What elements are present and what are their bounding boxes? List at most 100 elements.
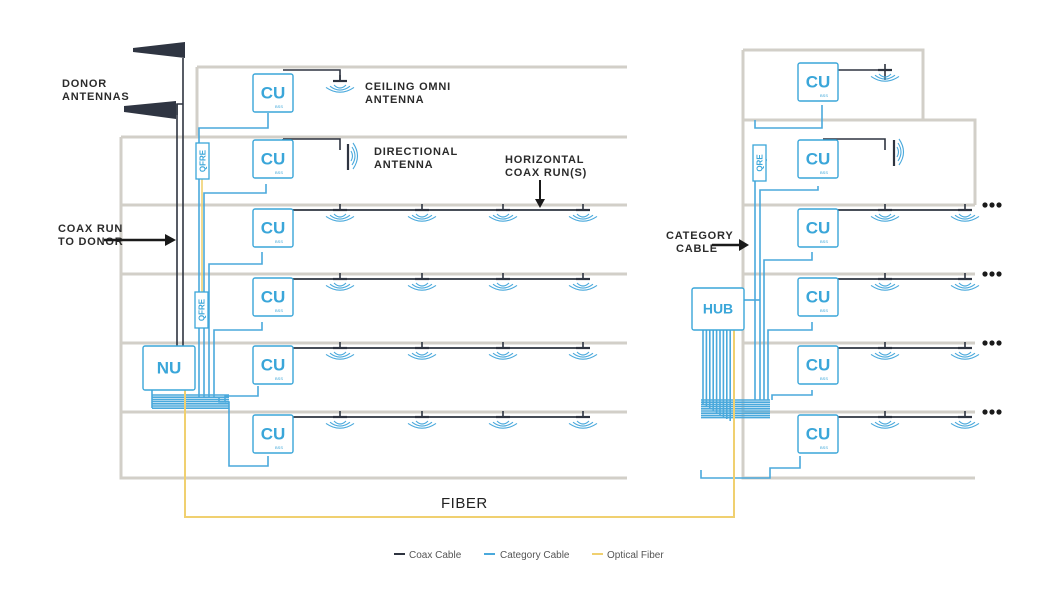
- omni-antenna-left-r3-c1-icon: [325, 342, 355, 360]
- qfre-module-lower-label: QFRE: [198, 298, 207, 321]
- cu-right-2-frame: [797, 139, 839, 179]
- qfre-module-lower-frame: [194, 291, 209, 329]
- omni-antenna-wave: [950, 284, 980, 291]
- category-cables: [151, 105, 823, 479]
- coax-right-directional: [823, 138, 886, 150]
- omni-antenna-wave: [576, 351, 590, 356]
- omni-antenna-left-r4-c4-icon: [568, 411, 598, 429]
- left-building-outer-wall: [119, 137, 627, 480]
- qre-module-frame: [752, 144, 767, 182]
- omni-antenna-wave: [568, 215, 598, 222]
- omni-antenna-right-r3-c2-icon: [950, 342, 980, 360]
- cat-right-qre-feed: [754, 159, 767, 400]
- omni-antenna-wave: [874, 283, 896, 289]
- cu-left-2-model: BSS: [275, 170, 283, 175]
- omni-antenna-wave: [415, 213, 429, 218]
- omni-antenna-wave: [415, 282, 429, 287]
- qfre-module-upper-frame: [195, 142, 210, 180]
- label-directional-2: ANTENNA: [374, 159, 433, 171]
- right-building-step: [743, 118, 977, 205]
- omni-antenna-wave: [407, 215, 437, 222]
- cu-left-6-frame: [252, 414, 294, 454]
- omni-antenna-left-r3-c3-icon: [488, 342, 518, 360]
- cu-right-3-label: CU: [806, 219, 831, 238]
- omni-antenna-wave: [492, 352, 514, 358]
- coax-cables: [176, 58, 965, 422]
- qre-module: QRE: [752, 144, 767, 182]
- cu-right-6-frame: [797, 414, 839, 454]
- omni-antenna-right-r4-c2-icon: [950, 411, 980, 429]
- label-horizontal-coax-2: COAX RUN(S): [505, 167, 587, 179]
- directional-antenna-wave: [350, 150, 354, 162]
- donor-antenna-icon: [133, 42, 185, 58]
- omni-antenna-left-r1-c3-icon: [488, 204, 518, 222]
- omni-antenna-wave: [878, 213, 892, 218]
- arrow-coax-run: [104, 234, 176, 246]
- omni-antenna-left-r2-c2-icon: [407, 273, 437, 291]
- omni-antenna-wave: [407, 422, 437, 429]
- cat-right-floor2: [759, 186, 819, 400]
- cat-left-floor3: [208, 252, 263, 397]
- omni-antenna-wave: [329, 85, 351, 91]
- omni-antenna-wave: [870, 215, 900, 222]
- cu-right-2-label: CU: [806, 150, 831, 169]
- omni-antenna-wave: [488, 422, 518, 429]
- omni-antenna-wave: [496, 282, 510, 287]
- continuation-dot-r4-2: [989, 409, 995, 415]
- omni-antenna-wave: [950, 353, 980, 360]
- omni-antenna-wave: [325, 422, 355, 429]
- omni-antenna-wave: [325, 86, 355, 93]
- omni-antenna-wave: [496, 420, 510, 425]
- label-ceiling-omni-1: CEILING OMNI: [365, 81, 451, 93]
- omni-antenna-wave: [958, 282, 972, 287]
- cu-left-4-frame: [252, 277, 294, 317]
- omni-antenna-wave: [958, 351, 972, 356]
- right-building-roof: [743, 48, 925, 120]
- label-coax-run-2: TO DONOR: [58, 236, 123, 248]
- cu-right-2-model: BSS: [820, 170, 828, 175]
- omni-antenna-wave: [325, 353, 355, 360]
- cu-right-3-model: BSS: [820, 239, 828, 244]
- label-category-cable-1: CATEGORY: [666, 230, 734, 242]
- cu-left-1-model: BSS: [275, 104, 283, 109]
- omni-antenna-wave: [333, 282, 347, 287]
- label-donor-antennas-1: DONOR: [62, 78, 107, 90]
- qfre-module-upper-label: QFRE: [199, 149, 208, 172]
- omni-antenna-right-r2-c2-icon: [950, 273, 980, 291]
- omni-antenna-wave: [572, 352, 594, 358]
- arrow-horizontal-coax: [535, 180, 545, 208]
- omni-antenna-wave: [329, 214, 351, 220]
- antennas-layer: [124, 42, 980, 429]
- nu-unit-label: NU: [157, 359, 182, 378]
- omni-antenna-wave: [488, 215, 518, 222]
- hub-unit-frame: [691, 287, 745, 331]
- building-outline: [119, 48, 977, 480]
- omni-antenna-wave: [411, 214, 433, 220]
- omni-antenna-wave: [329, 283, 351, 289]
- label-donor-antennas-2: ANTENNAS: [62, 91, 130, 103]
- continuation-dot-r2-1: [982, 271, 988, 277]
- continuation-dot-r1-2: [989, 202, 995, 208]
- label-fiber: FIBER: [441, 495, 488, 512]
- omni-antenna-wave: [874, 74, 896, 80]
- omni-antenna-wave: [878, 420, 892, 425]
- cu-left-5-model: BSS: [275, 376, 283, 381]
- omni-antenna-left-r1-c4-icon: [568, 204, 598, 222]
- label-ceiling-omni-2: ANTENNA: [365, 94, 424, 106]
- continuation-dot-r4-3: [996, 409, 1002, 415]
- omni-antenna-wave: [333, 213, 347, 218]
- continuation-dots: [982, 202, 1002, 415]
- label-coax-run-1: COAX RUN: [58, 223, 123, 235]
- nu-unit: NU: [142, 345, 196, 391]
- cu-left-4-label: CU: [261, 288, 286, 307]
- cu-right-4-model: BSS: [820, 308, 828, 313]
- directional-antenna-wave: [897, 142, 902, 162]
- qfre-module-upper: QFRE: [195, 142, 210, 180]
- continuation-dot-r1-1: [982, 202, 988, 208]
- legend: Coax Cable Category Cable Optical Fiber: [394, 550, 664, 561]
- directional-antenna-wave: [896, 146, 900, 158]
